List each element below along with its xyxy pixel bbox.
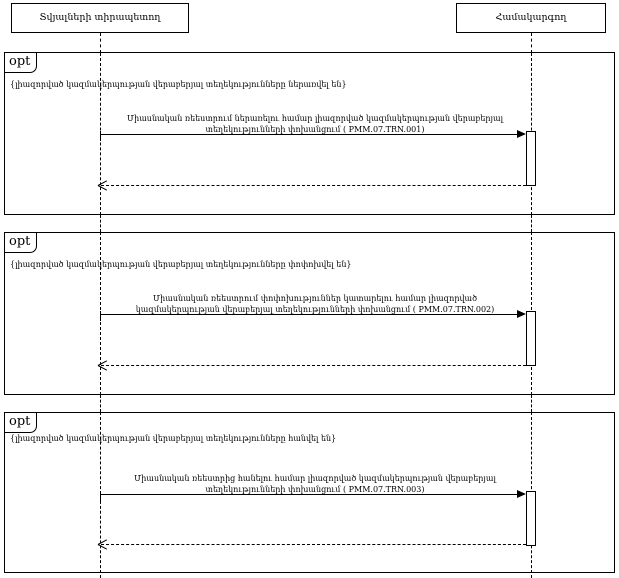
fragment-opt-1 — [4, 52, 615, 215]
participant-data-owner-label: Տվյալների տիրապետող — [39, 11, 161, 23]
fragment-opt-2-operator-label: opt — [5, 233, 38, 253]
fragment-opt-2 — [4, 232, 615, 395]
lifeline-data-owner-head — [100, 33, 101, 53]
message-2-label: Միասնական ռեեստրում փոփոխություններ կատա… — [135, 294, 495, 314]
lifeline-coordinator-gap1 — [531, 215, 532, 232]
return-message-3-line[interactable] — [101, 544, 526, 545]
return-message-1-line[interactable] — [101, 185, 526, 186]
message-1-tail-cap — [100, 131, 101, 141]
fragment-opt-3-operator-label: opt — [5, 413, 38, 433]
message-3-label: Միասնական ռեեստրից հանելու համար լիազորվ… — [134, 474, 496, 494]
activation-bar-coordinator-3 — [526, 491, 536, 546]
participant-coordinator[interactable]: Համակարգող — [456, 3, 606, 33]
participant-coordinator-label: Համակարգող — [495, 11, 567, 23]
lifeline-data-owner-gap2 — [100, 395, 101, 412]
message-3-line[interactable] — [100, 494, 518, 495]
lifeline-data-owner-gap1 — [100, 215, 101, 232]
message-1-line[interactable] — [100, 134, 518, 135]
fragment-opt-3 — [4, 412, 615, 573]
message-1-arrowhead-icon — [517, 130, 526, 138]
return-message-2-arrowhead-icon — [98, 361, 107, 370]
lifeline-coordinator-head — [531, 33, 532, 53]
message-3-arrowhead-icon — [517, 490, 526, 498]
fragment-opt-3-guard: {լիազորված կազմակերպության վերաբերյալ տե… — [10, 434, 337, 443]
fragment-opt-1-guard: {լիազորված կազմակերպության վերաբերյալ տե… — [10, 80, 347, 89]
message-1-label: Միասնական ռեեստրում ներառելու համար լիազ… — [126, 114, 504, 134]
message-2-tail-cap — [100, 311, 101, 321]
fragment-opt-1-operator-label: opt — [5, 53, 38, 73]
participant-data-owner[interactable]: Տվյալների տիրապետող — [11, 3, 189, 33]
message-3-tail-cap — [100, 491, 101, 501]
return-message-2-line[interactable] — [101, 365, 526, 366]
return-message-1-arrowhead-icon — [98, 181, 107, 190]
message-2-line[interactable] — [100, 314, 518, 315]
message-2-arrowhead-icon — [517, 310, 526, 318]
fragment-opt-2-guard: {լիազորված կազմակերպության վերաբերյալ տե… — [10, 260, 352, 269]
activation-bar-coordinator-1 — [526, 131, 536, 186]
return-message-3-arrowhead-icon — [98, 540, 107, 549]
lifeline-coordinator-gap2 — [531, 395, 532, 412]
activation-bar-coordinator-2 — [526, 311, 536, 366]
